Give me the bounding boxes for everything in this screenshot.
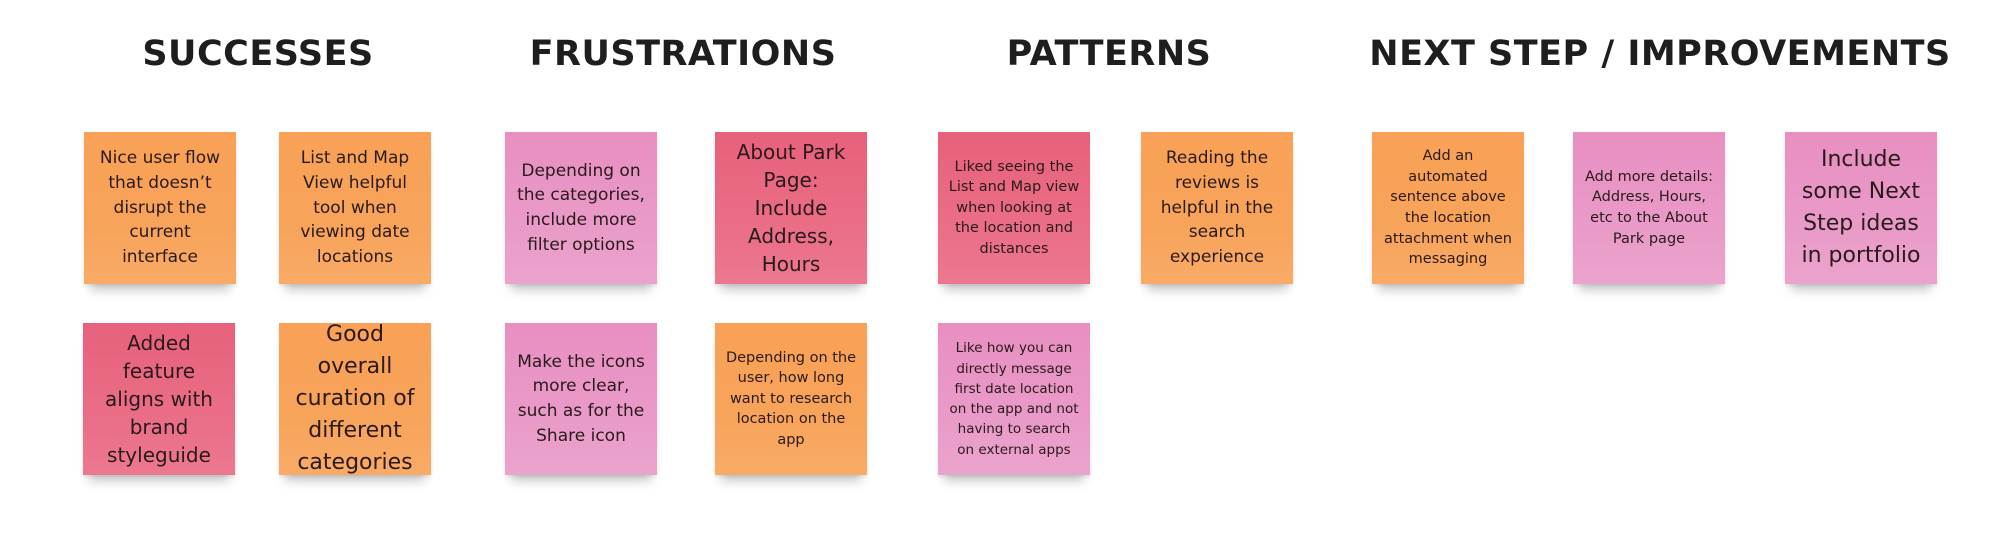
heading-successes: SUCCESSES [142, 34, 374, 74]
heading-next-steps: NEXT STEP / IMPROVEMENTS [1369, 34, 1951, 74]
sticky-note-text: Good overall curation of different categ… [295, 322, 415, 475]
sticky-note-text: Depending on the user, how long want to … [725, 349, 857, 448]
sticky-note-pattern-2[interactable]: Reading the reviews is helpful in the se… [1141, 132, 1293, 284]
sticky-note-text: Add an automated sentence above the loca… [1384, 148, 1512, 268]
sticky-note-text: Depending on the categories, include mor… [517, 160, 645, 255]
sticky-note-success-2[interactable]: List and Map View helpful tool when view… [279, 132, 431, 284]
sticky-note-frustration-3[interactable]: Make the icons more clear, such as for t… [505, 323, 657, 475]
sticky-note-text: About Park Page: Include Address, Hours [736, 140, 846, 276]
sticky-note-text: Added feature aligns with brand stylegui… [105, 331, 213, 467]
sticky-note-text: Add more details: Address, Hours, etc to… [1584, 168, 1714, 247]
sticky-note-pattern-1[interactable]: Liked seeing the List and Map view when … [938, 132, 1090, 284]
sticky-note-success-3[interactable]: Added feature aligns with brand stylegui… [83, 323, 235, 475]
sticky-note-next-step-1[interactable]: Add an automated sentence above the loca… [1372, 132, 1524, 284]
sticky-note-frustration-4[interactable]: Depending on the user, how long want to … [715, 323, 867, 475]
sticky-note-text: Liked seeing the List and Map view when … [948, 158, 1080, 257]
heading-frustrations: FRUSTRATIONS [529, 34, 837, 74]
sticky-note-text: Make the icons more clear, such as for t… [517, 351, 645, 446]
sticky-note-frustration-1[interactable]: Depending on the categories, include mor… [505, 132, 657, 284]
sticky-note-text: List and Map View helpful tool when view… [300, 148, 410, 267]
sticky-note-text: Reading the reviews is helpful in the se… [1160, 148, 1274, 267]
sticky-note-next-step-3[interactable]: Include some Next Step ideas in portfoli… [1785, 132, 1937, 284]
sticky-note-text: Include some Next Step ideas in portfoli… [1801, 147, 1921, 268]
heading-patterns: PATTERNS [1006, 34, 1212, 74]
sticky-note-pattern-3[interactable]: Like how you can directly message first … [938, 323, 1090, 475]
sticky-note-success-1[interactable]: Nice user flow that doesn’t disrupt the … [84, 132, 236, 284]
sticky-note-text: Nice user flow that doesn’t disrupt the … [99, 148, 221, 267]
sticky-note-next-step-2[interactable]: Add more details: Address, Hours, etc to… [1573, 132, 1725, 284]
sticky-note-frustration-2[interactable]: About Park Page: Include Address, Hours [715, 132, 867, 284]
sticky-note-text: Like how you can directly message first … [949, 340, 1079, 458]
sticky-note-success-4[interactable]: Good overall curation of different categ… [279, 322, 431, 475]
